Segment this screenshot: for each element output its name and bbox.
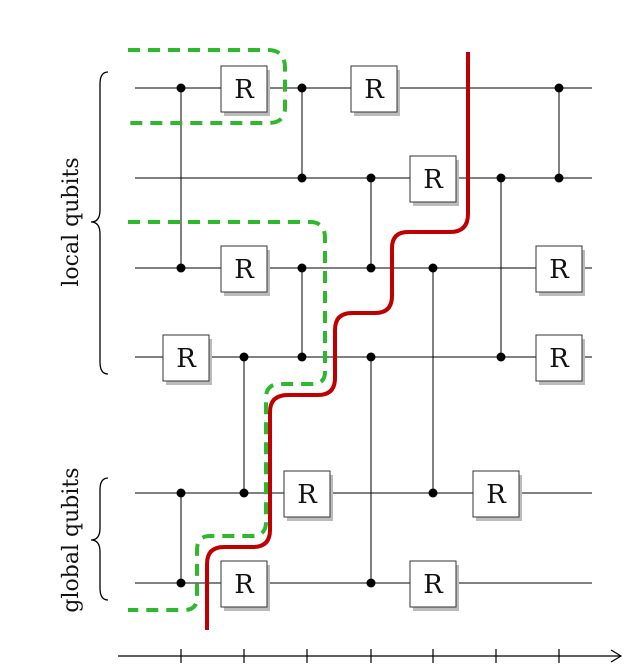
gate-label: R <box>234 255 255 285</box>
control-dot <box>297 83 307 93</box>
gate-label: R <box>176 344 197 374</box>
global-qubits-label: global qubits <box>59 467 84 612</box>
gate-r: R <box>535 245 585 296</box>
green-dashed-boundary <box>128 220 327 612</box>
rotation-gates: R R R R R R R <box>162 65 585 611</box>
gate-r: R <box>472 470 522 521</box>
gate-label: R <box>423 570 444 600</box>
control-dot <box>239 352 249 362</box>
control-dot <box>176 263 186 273</box>
gate-label: R <box>234 75 255 105</box>
gate-label: R <box>364 75 385 105</box>
gate-r: R <box>409 560 459 611</box>
gate-r: R <box>283 470 333 521</box>
gate-label: R <box>549 255 570 285</box>
curly-brace-icon <box>90 71 109 375</box>
red-cut-path <box>205 52 470 630</box>
local-qubits-label: local qubits <box>59 157 84 286</box>
gate-r: R <box>535 334 585 385</box>
local-qubits-brace <box>90 71 109 375</box>
gate-r: R <box>220 65 270 116</box>
global-qubits-brace <box>90 477 109 601</box>
control-dot <box>554 83 564 93</box>
green-dashed-cut <box>128 48 327 612</box>
control-dot <box>554 173 564 183</box>
gate-label: R <box>297 480 318 510</box>
curly-brace-icon <box>90 477 109 601</box>
control-dot <box>366 578 376 588</box>
control-dot <box>496 352 506 362</box>
gate-r: R <box>409 155 459 206</box>
control-links <box>180 88 560 583</box>
gate-r: R <box>162 334 212 385</box>
control-dot <box>366 173 376 183</box>
control-dot <box>176 83 186 93</box>
gate-label: R <box>486 480 507 510</box>
control-dot <box>496 173 506 183</box>
control-dot <box>366 352 376 362</box>
control-dot <box>297 173 307 183</box>
control-dot <box>176 488 186 498</box>
green-dashed-segment <box>128 48 287 125</box>
control-dots <box>176 83 564 588</box>
gate-r: R <box>350 65 400 116</box>
time-axis <box>118 649 623 663</box>
control-dot <box>428 263 438 273</box>
gate-r: R <box>220 245 270 296</box>
control-dot <box>297 352 307 362</box>
gate-label: R <box>423 165 444 195</box>
gate-label: R <box>549 344 570 374</box>
control-dot <box>239 488 249 498</box>
gate-r: R <box>220 560 270 611</box>
control-dot <box>428 488 438 498</box>
arrow-right-icon <box>610 649 623 663</box>
control-dot <box>176 578 186 588</box>
control-dot <box>297 263 307 273</box>
gate-label: R <box>234 570 255 600</box>
control-dot <box>366 263 376 273</box>
